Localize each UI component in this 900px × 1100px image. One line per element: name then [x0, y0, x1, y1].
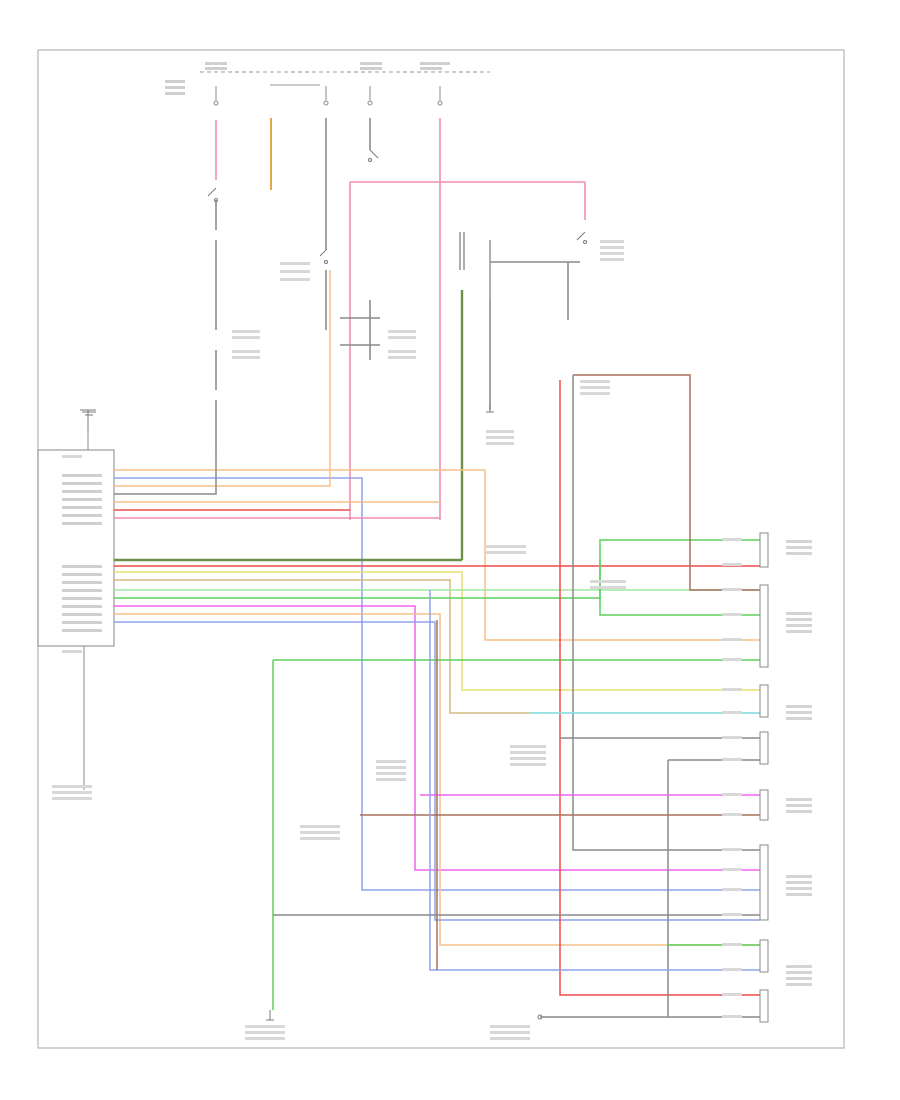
- radio-module: [37, 449, 115, 647]
- component-labels: [52, 240, 626, 1040]
- fuse-labels: [165, 62, 450, 95]
- upper-harness-wires: [114, 270, 760, 891]
- antenna-icon: [80, 409, 96, 430]
- lower-harness-wires: [114, 539, 760, 946]
- diagram-frame: [37, 49, 845, 1049]
- connector-bars: [340, 232, 580, 346]
- illumination-wires: [369, 262, 569, 560]
- switch-symbols: [207, 149, 587, 264]
- fuse-feed-wires: [215, 118, 586, 520]
- speaker-connectors: [759, 532, 769, 1023]
- wire-code-labels: [722, 538, 742, 1018]
- speaker-labels: [786, 540, 812, 986]
- ground-symbols: [82, 405, 543, 1021]
- fuse-symbols: [213, 86, 443, 106]
- radio-pin-labels: [62, 474, 102, 632]
